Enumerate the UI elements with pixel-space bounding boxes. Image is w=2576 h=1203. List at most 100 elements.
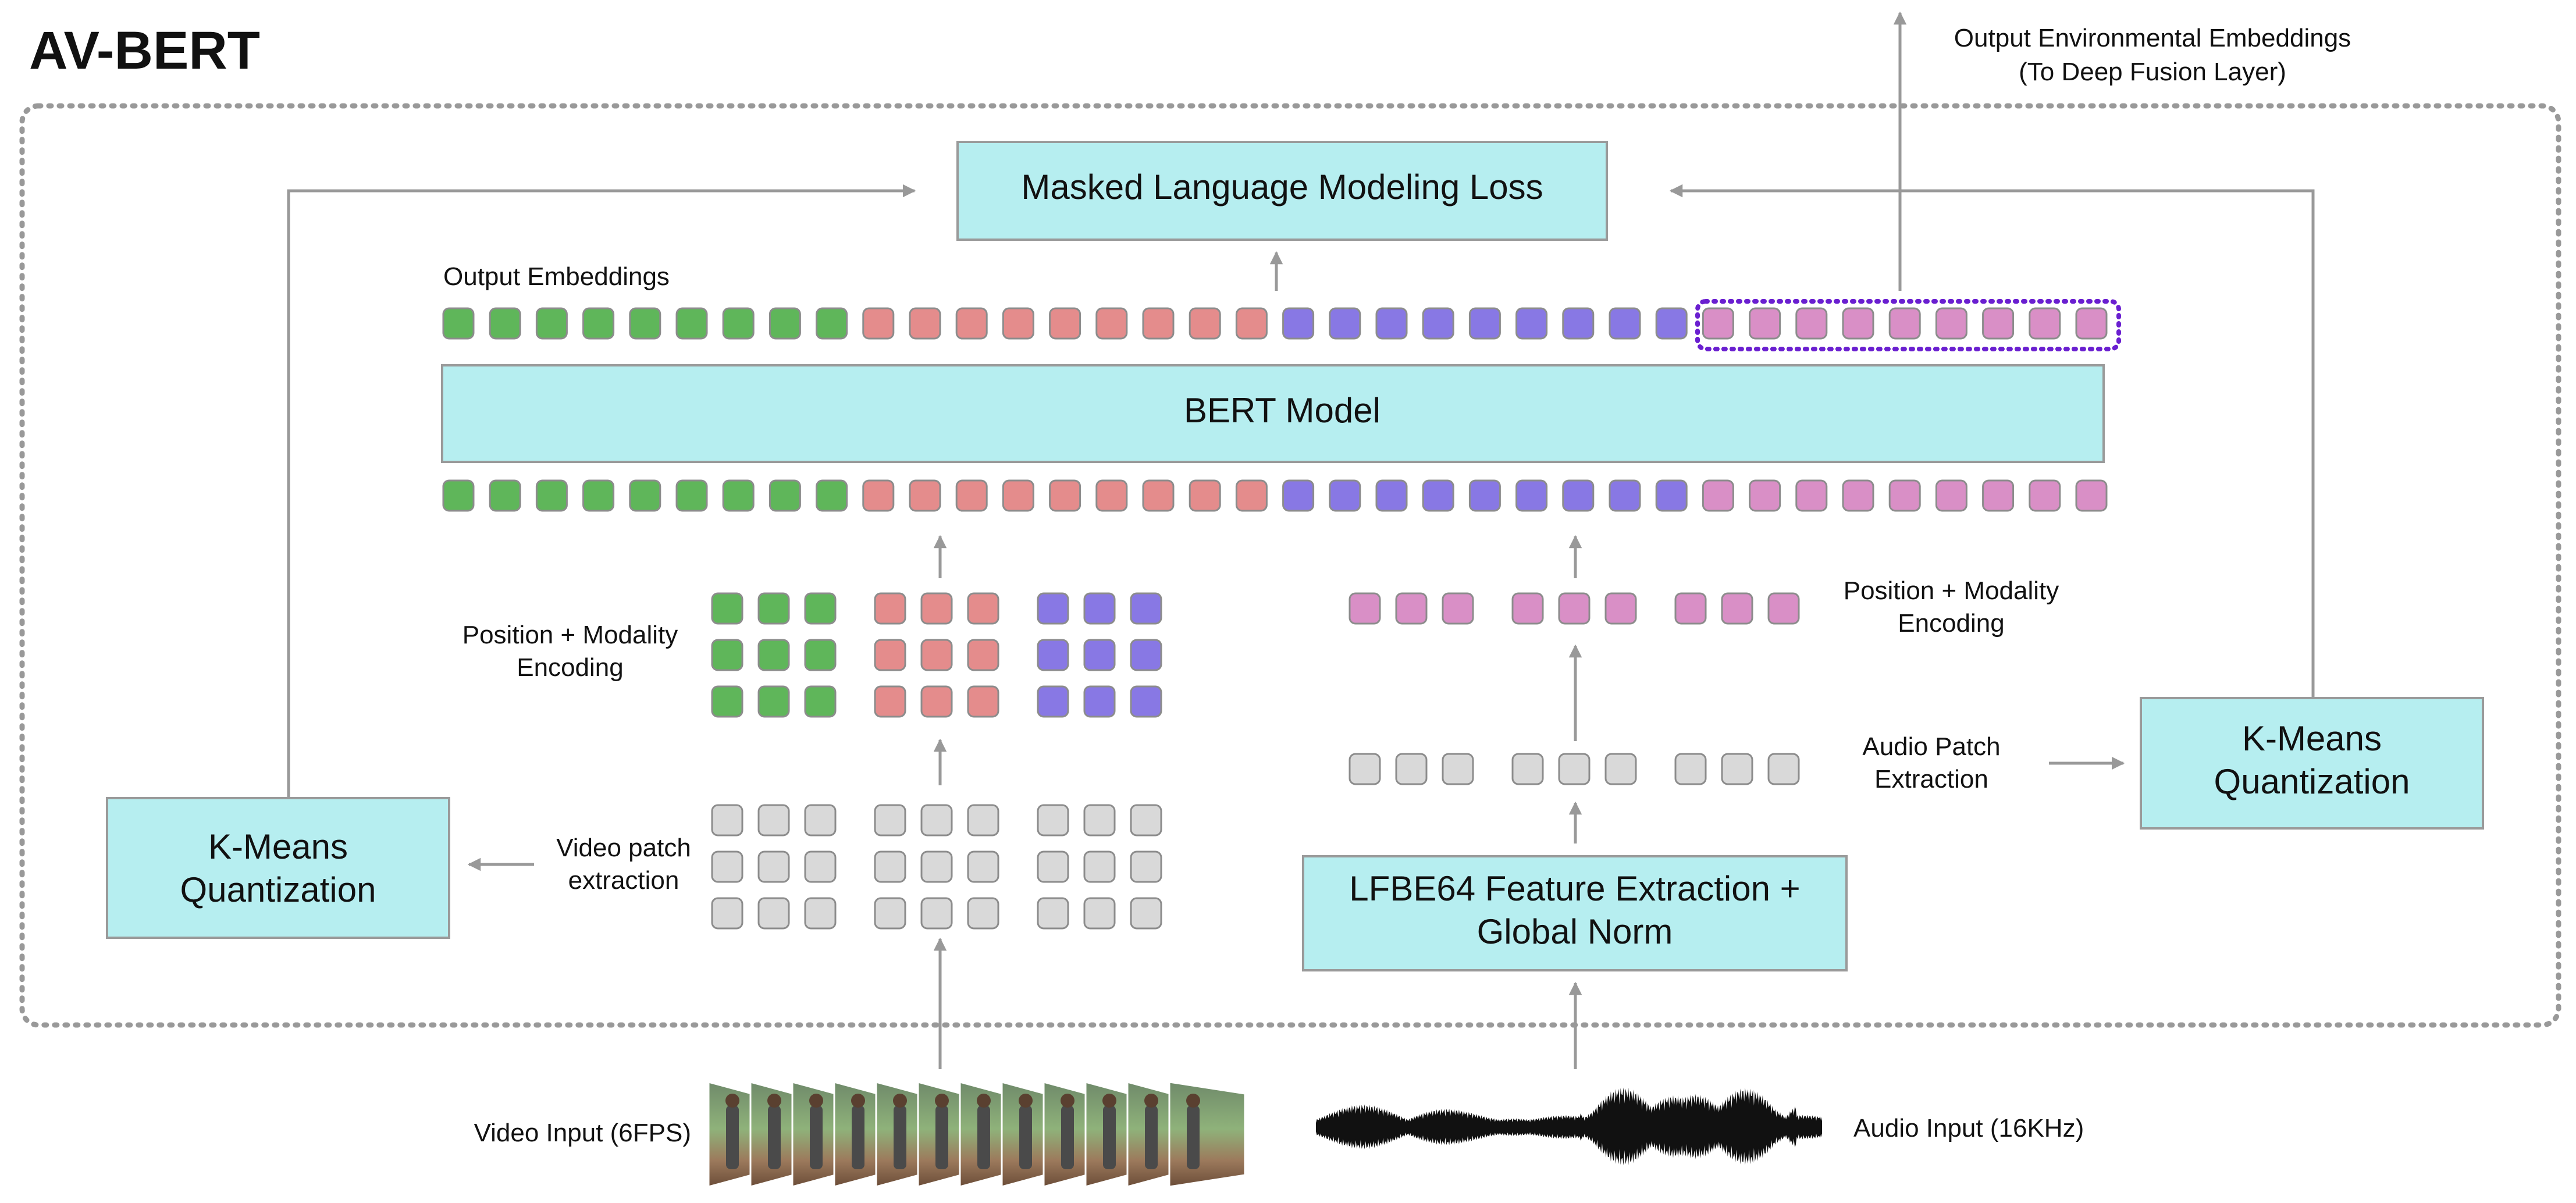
input-token-green: [629, 479, 661, 512]
input-token-green: [582, 479, 615, 512]
audio-encoded-patch: [1604, 592, 1637, 625]
input-token-red: [909, 479, 941, 512]
output-token-green: [442, 307, 475, 340]
output-token-pink: [1749, 307, 1781, 340]
output-token-red: [955, 307, 988, 340]
output-token-pink: [1982, 307, 2015, 340]
video-encoded-patch-red: [874, 685, 906, 718]
video-raw-patch: [1037, 897, 1069, 930]
output-token-pink: [1935, 307, 1967, 340]
kmeans-right-label-line2: Quantization: [2214, 762, 2410, 801]
output-token-pink: [1888, 307, 1921, 340]
video-raw-patch: [1083, 804, 1116, 837]
video-raw-patches: [711, 804, 1162, 930]
video-raw-patch: [711, 804, 743, 837]
bert-model-label: BERT Model: [1184, 391, 1380, 430]
input-token-blue: [1329, 479, 1361, 512]
arrow-kmeans-left-to-mlm: [287, 184, 916, 798]
output-token-red: [1002, 307, 1034, 340]
video-position-encoded-patches: [711, 592, 1162, 718]
kmeans-left-box: K-Means Quantization: [106, 797, 450, 939]
video-encoded-patch-blue: [1037, 639, 1069, 671]
input-token-green: [722, 479, 755, 512]
output-token-red: [1095, 307, 1128, 340]
video-encoded-patch-blue: [1130, 685, 1162, 718]
video-input-frames: [707, 1081, 1246, 1188]
input-token-green: [442, 479, 475, 512]
video-frame: [959, 1081, 1004, 1188]
output-token-blue: [1562, 307, 1595, 340]
video-frame: [1001, 1081, 1046, 1188]
video-frame: [791, 1081, 837, 1188]
output-token-blue: [1655, 307, 1688, 340]
video-encoded-patch-blue: [1130, 592, 1162, 625]
video-raw-patch: [967, 850, 999, 883]
input-token-pink: [1982, 479, 2015, 512]
video-frame: [707, 1081, 753, 1188]
bert-model-box: BERT Model: [441, 364, 2105, 463]
video-encoded-patch-red: [874, 592, 906, 625]
input-token-pink: [1702, 479, 1734, 512]
audio-encoded-patch: [1349, 592, 1381, 625]
input-token-red: [1235, 479, 1268, 512]
output-token-green: [582, 307, 615, 340]
video-encoded-patch-green: [757, 592, 790, 625]
output-token-green: [722, 307, 755, 340]
video-raw-patch: [920, 804, 953, 837]
input-token-pink: [1842, 479, 1874, 512]
output-token-green: [489, 307, 521, 340]
output-token-green: [768, 307, 801, 340]
output-embeddings-label: Output Embeddings: [443, 262, 670, 291]
output-token-blue: [1609, 307, 1641, 340]
lfbe-label-line2: Global Norm: [1477, 912, 1673, 951]
audio-encoded-patch: [1674, 592, 1707, 625]
video-raw-patch: [1130, 850, 1162, 883]
av-bert-boundary: [19, 103, 2561, 1028]
video-encoded-patch-red: [920, 592, 953, 625]
video-patch-label-line1: Video patch: [556, 834, 691, 862]
audio-encoded-patch: [1721, 592, 1753, 625]
audio-input-label: Audio Input (16KHz): [1853, 1114, 2084, 1143]
pos-mod-right-label-line1: Position + Modality: [1844, 576, 2059, 605]
connector-arrows: [287, 11, 2315, 1069]
video-raw-patch: [757, 850, 790, 883]
video-raw-patch: [757, 897, 790, 930]
input-token-blue: [1282, 479, 1315, 512]
video-encoded-patch-red: [920, 639, 953, 671]
video-encoded-patch-green: [804, 592, 837, 625]
input-token-pink: [1749, 479, 1781, 512]
input-token-red: [955, 479, 988, 512]
lfbe-label-line1: LFBE64 Feature Extraction +: [1349, 869, 1800, 908]
output-token-blue: [1515, 307, 1548, 340]
output-token-blue: [1468, 307, 1501, 340]
output-token-pink: [1795, 307, 1828, 340]
video-encoded-patch-red: [967, 639, 999, 671]
video-encoded-patch-red: [967, 685, 999, 718]
video-input-label: Video Input (6FPS): [474, 1119, 691, 1147]
video-raw-patch: [967, 897, 999, 930]
video-encoded-patch-green: [711, 685, 743, 718]
waveform-shape: [1316, 1087, 1822, 1166]
output-token-red: [1189, 307, 1221, 340]
output-token-red: [1235, 307, 1268, 340]
video-raw-patch: [804, 850, 837, 883]
input-token-pink: [2075, 479, 2108, 512]
audio-raw-patch: [1442, 753, 1474, 785]
output-token-pink: [2029, 307, 2061, 340]
video-encoded-patch-green: [757, 685, 790, 718]
output-token-green: [535, 307, 568, 340]
input-token-red: [1142, 479, 1175, 512]
video-frame: [1168, 1081, 1246, 1188]
video-encoded-patch-green: [711, 639, 743, 671]
input-token-red: [1189, 479, 1221, 512]
input-token-green: [675, 479, 708, 512]
video-raw-patch: [874, 804, 906, 837]
audio-raw-patch: [1604, 753, 1637, 785]
output-token-red: [1049, 307, 1081, 340]
input-token-blue: [1468, 479, 1501, 512]
input-token-pink: [2029, 479, 2061, 512]
pos-mod-left-label-line1: Position + Modality: [462, 621, 678, 649]
kmeans-left-label-line1: K-Means: [208, 827, 348, 866]
audio-raw-patch: [1674, 753, 1707, 785]
video-encoded-patch-red: [920, 685, 953, 718]
